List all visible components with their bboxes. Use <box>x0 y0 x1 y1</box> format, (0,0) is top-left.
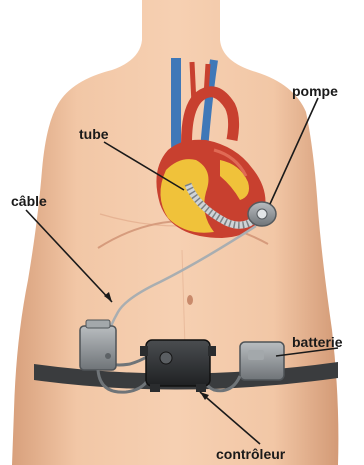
label-controleur: contrôleur <box>216 447 285 461</box>
right-battery <box>240 342 284 380</box>
label-batterie: batterie <box>292 335 343 349</box>
controller-button <box>160 352 172 364</box>
left-battery-led <box>105 353 111 359</box>
controller-connector-bottom-right <box>196 384 206 392</box>
carotid-right <box>206 64 208 96</box>
navel <box>187 295 193 305</box>
right-battery-panel <box>248 350 264 360</box>
controller-connector-bottom-left <box>150 384 160 392</box>
pump-center <box>257 209 267 219</box>
controller-body <box>146 340 210 386</box>
controller-connector-right <box>208 346 216 356</box>
left-battery-top <box>86 320 110 328</box>
label-cable: câble <box>11 194 47 208</box>
carotid-left <box>192 62 194 104</box>
label-tube: tube <box>79 127 109 141</box>
left-battery <box>80 326 116 370</box>
label-pompe: pompe <box>292 84 338 98</box>
controller-connector-left <box>140 346 148 356</box>
